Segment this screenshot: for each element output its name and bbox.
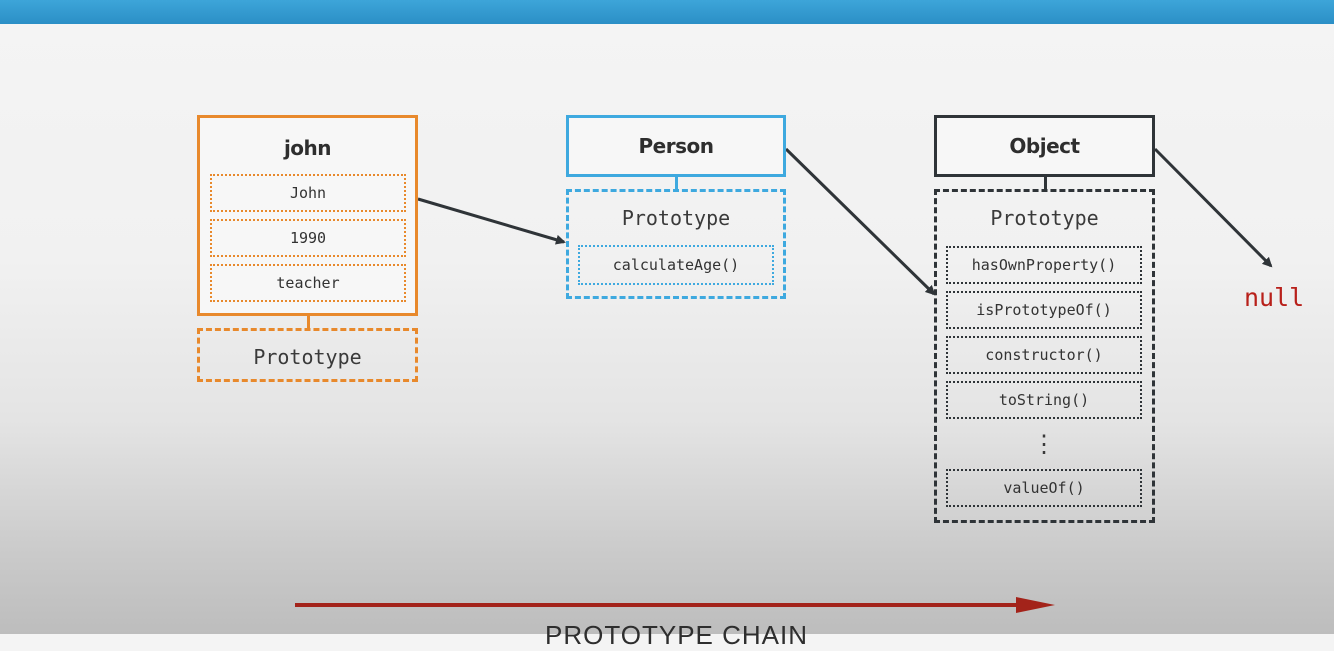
object-method-constructor: constructor() [946, 336, 1142, 374]
person-to-object-arrow [784, 147, 936, 296]
arrows-layer [295, 147, 1273, 613]
object-to-null-arrow [1153, 147, 1273, 268]
john-field-job: teacher [210, 264, 406, 302]
person-prototype-box: Prototype [566, 189, 786, 299]
object-method-constructor-label: constructor() [985, 346, 1103, 364]
object-method-tostring: toString() [946, 381, 1142, 419]
person-prototype-label: Prototype [621, 206, 731, 230]
john-field-year-value: 1990 [289, 229, 327, 247]
object-method-hasownproperty: hasOwnProperty() [946, 246, 1142, 284]
object-method-valueof: valueOf() [946, 469, 1142, 507]
john-object-box: john [197, 115, 418, 316]
object-title: Object [1009, 134, 1080, 158]
object-methods-ellipsis: ⋮ [946, 424, 1142, 464]
object-constructor-box: Object [934, 115, 1155, 177]
person-method-calculateage-label: calculateAge() [612, 256, 740, 274]
top-bar [0, 0, 1334, 24]
object-method-isprototypeof-label: isPrototypeOf() [976, 301, 1112, 319]
john-field-name-value: John [289, 184, 327, 202]
person-title: Person [638, 134, 714, 158]
object-prototype-connector [1044, 177, 1047, 189]
prototype-chain-arrow-head [1016, 597, 1055, 613]
object-method-hasownproperty-label: hasOwnProperty() [971, 256, 1117, 274]
person-method-calculateage: calculateAge() [578, 245, 774, 285]
john-field-job-value: teacher [276, 274, 340, 292]
object-method-isprototypeof: isPrototypeOf() [946, 291, 1142, 329]
john-field-year: 1990 [210, 219, 406, 257]
john-to-person-arrow [417, 197, 566, 245]
john-field-name: John [210, 174, 406, 212]
person-constructor-box: Person [566, 115, 786, 177]
john-title: john [283, 136, 332, 160]
person-prototype-connector [675, 177, 678, 189]
object-methods-ellipsis-glyph: ⋮ [1032, 430, 1056, 458]
object-method-valueof-label: valueOf() [1003, 479, 1085, 497]
john-prototype-label: Prototype [253, 345, 362, 369]
john-prototype-connector [307, 316, 310, 328]
prototype-chain-caption: PROTOTYPE CHAIN [545, 620, 809, 650]
object-prototype-label: Prototype [990, 206, 1099, 230]
john-prototype-box: Prototype [197, 328, 418, 382]
object-method-tostring-label: toString() [998, 391, 1090, 409]
null-label: null [1244, 283, 1305, 312]
object-prototype-box: Prototype [934, 189, 1155, 523]
